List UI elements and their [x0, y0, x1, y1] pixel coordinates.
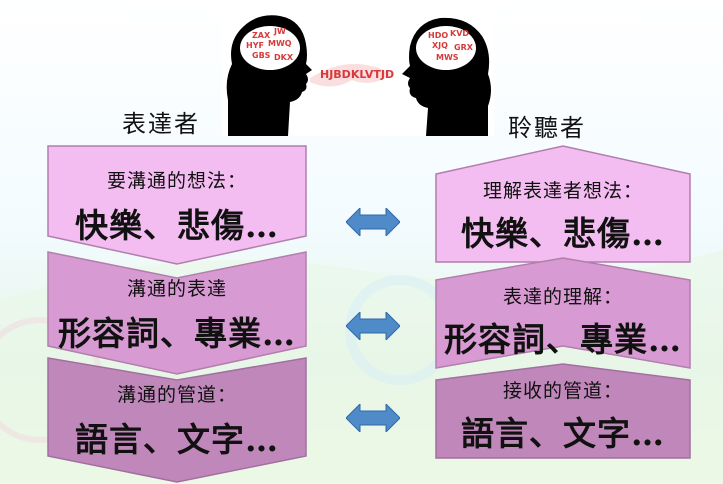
svg-text:JW: JW — [273, 27, 286, 36]
speaker-step-3-content: 語言、文字… — [75, 420, 279, 459]
speech-letters: HJBDKLVTJD — [320, 68, 394, 81]
listener-step-1-box — [435, 145, 691, 263]
speaker-step-1-box — [47, 145, 307, 265]
svg-text:GRX: GRX — [454, 43, 474, 52]
listener-step-1-content: 快樂、悲傷… — [461, 214, 665, 253]
speaker-step-2: 溝通的表達 形容詞、專業… — [48, 274, 306, 355]
speaker-step-3-box — [47, 357, 307, 483]
listener-step-1-title: 理解表達者想法： — [482, 180, 643, 202]
listener-step-2-content: 形容詞、專業… — [444, 320, 682, 359]
listener-step-3-content: 語言、文字… — [461, 414, 665, 453]
svg-text:ZAX: ZAX — [252, 31, 271, 40]
speaker-step-1: 要溝通的想法： 快樂、悲傷… — [48, 166, 306, 247]
speaker-step-2-box — [47, 251, 307, 375]
speaker-step-3-title: 溝通的管道： — [116, 384, 237, 406]
speaker-step-1-title: 要溝通的想法： — [106, 170, 247, 192]
speaker-step-1-content: 快樂、悲傷… — [75, 206, 279, 245]
double-arrow-icon — [346, 208, 400, 236]
svg-text:KVD: KVD — [450, 29, 469, 38]
listener-step-2-box — [435, 257, 691, 369]
listener-step-2: 表達的理解： 形容詞、專業… — [436, 282, 690, 361]
svg-text:GBS: GBS — [252, 51, 271, 60]
speaker-step-2-title: 溝通的表達 — [126, 278, 227, 300]
double-arrow-icon — [346, 404, 400, 432]
svg-text:HDO: HDO — [428, 31, 448, 40]
double-arrow-icon — [346, 312, 400, 340]
speaker-step-2-content: 形容詞、專業… — [58, 314, 296, 353]
listener-label: 聆聽者 — [508, 114, 586, 142]
listener-step-3: 接收的管道： 語言、文字… — [436, 376, 690, 455]
listener-step-3-title: 接收的管道： — [502, 380, 623, 402]
listener-step-3-box — [435, 363, 691, 459]
speaker-label: 表達者 — [122, 110, 200, 138]
svg-text:DKX: DKX — [274, 53, 294, 62]
listener-step-1: 理解表達者想法： 快樂、悲傷… — [436, 176, 690, 255]
svg-text:MWS: MWS — [436, 53, 459, 62]
svg-text:HYF: HYF — [246, 41, 264, 50]
svg-text:MWQ: MWQ — [268, 39, 292, 48]
speaker-step-3: 溝通的管道： 語言、文字… — [48, 380, 306, 461]
svg-text:XJQ: XJQ — [432, 41, 448, 50]
listener-step-2-title: 表達的理解： — [502, 286, 623, 308]
